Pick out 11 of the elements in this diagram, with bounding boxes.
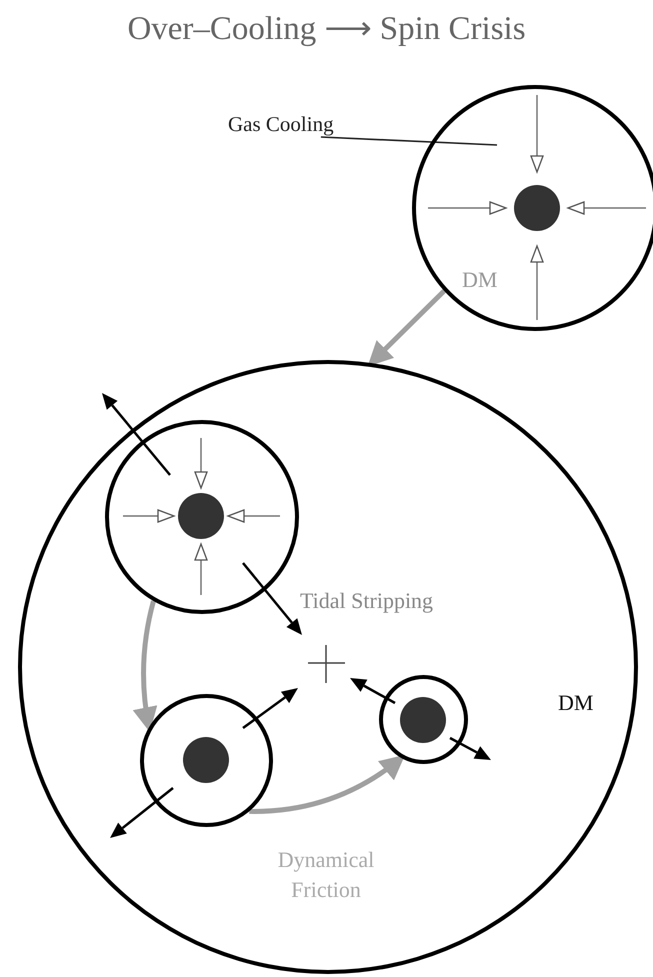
curved-arrow <box>368 289 446 366</box>
halo-circle <box>412 85 653 331</box>
curved-arrow <box>249 754 406 814</box>
diagram-title: Over–Cooling ⟶ Spin Crisis <box>126 10 527 48</box>
subhalo-circle <box>140 694 273 827</box>
annotation-label: Gas Cooling <box>228 112 334 137</box>
subhalo-circle <box>379 675 468 764</box>
subhalo-circle <box>105 420 299 614</box>
process-label: Tidal Stripping <box>300 588 434 614</box>
halo-label: DM <box>558 690 594 716</box>
halo-label: DM <box>462 267 498 293</box>
